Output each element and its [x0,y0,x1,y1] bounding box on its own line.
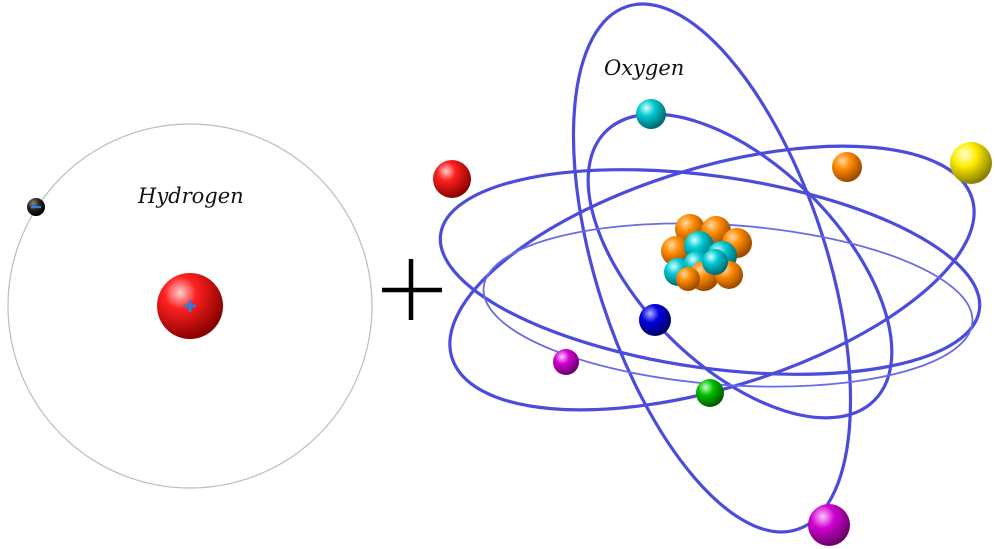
hydrogen-label: Hydrogen [138,184,244,208]
oxygen-orbit-3 [571,2,853,534]
plus-charge-icon [184,300,196,312]
oxygen-nucleus [661,214,752,291]
electron-red [433,160,471,198]
hydrogen-orbit [7,123,373,489]
oxygen-orbit-5 [482,222,974,388]
electron-magenta-small [553,349,579,375]
oxygen-orbit-1 [438,168,982,376]
oxygen-orbit-4 [586,112,894,420]
oxygen-orbits [438,2,982,534]
oxygen-orbits-thin [482,222,974,388]
electron-cyan [636,99,666,129]
electron-yellow [950,142,992,184]
nucleon [702,249,728,275]
oxygen-orbit-2 [448,144,976,412]
electron-orange [832,152,862,182]
plus-sign-icon [382,259,442,320]
oxygen-label: Oxygen [604,56,685,80]
electron-magenta-large [808,504,850,546]
oxygen-electrons [433,99,992,546]
nucleon [661,236,691,266]
hydrogen-atom [7,123,373,489]
electron-blue [639,304,671,336]
oxygen-atom [433,2,992,546]
hydrogen-proton [157,273,223,339]
hydrogen-electron [27,198,45,216]
electron-green [696,379,724,407]
nucleon [676,267,700,291]
